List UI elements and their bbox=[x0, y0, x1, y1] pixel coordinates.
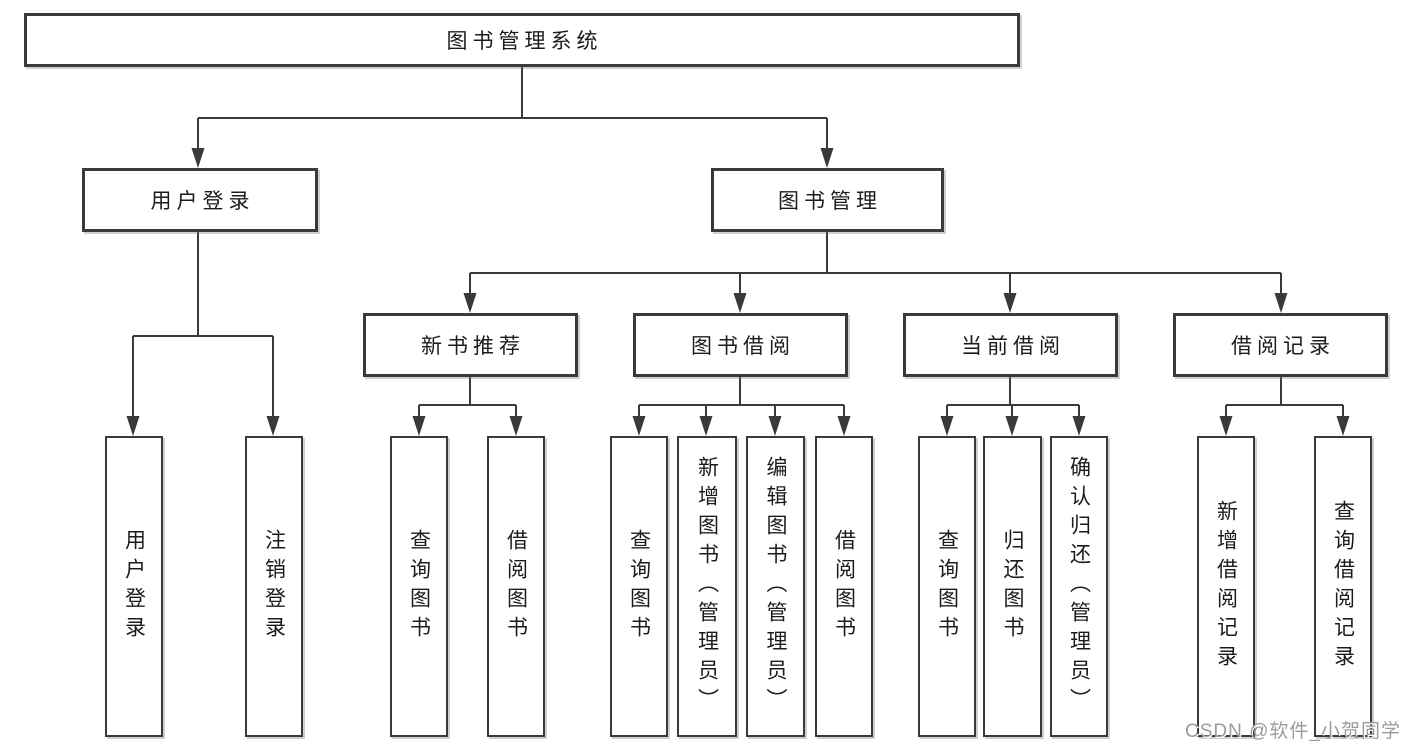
leaf-query-books-2: 查询图书 bbox=[610, 436, 668, 737]
leaf-borrow-books-1: 借阅图书 bbox=[487, 436, 545, 737]
node-borrow-records-label: 借阅记录 bbox=[1231, 335, 1335, 358]
node-current-borrowing-label: 当前借阅 bbox=[961, 335, 1065, 358]
leaf-query-books-1: 查询图书 bbox=[390, 436, 448, 737]
leaf-return-book: 归还图书 bbox=[983, 436, 1042, 737]
leaf-user-login: 用户登录 bbox=[105, 436, 163, 737]
leaf-borrow-books-2-label: 借阅图书 bbox=[832, 528, 856, 645]
leaf-add-book-admin-label: 新增图书（管理员） bbox=[695, 456, 719, 717]
node-root-label: 图书管理系统 bbox=[446, 30, 603, 53]
node-current-borrowing: 当前借阅 bbox=[903, 313, 1118, 377]
leaf-logout: 注销登录 bbox=[245, 436, 303, 737]
leaf-edit-book-admin-label: 编辑图书（管理员） bbox=[764, 456, 787, 717]
leaf-user-login-label: 用户登录 bbox=[122, 528, 146, 645]
leaf-add-borrow-record-label: 新增借阅记录 bbox=[1214, 499, 1238, 674]
leaf-query-books-3: 查询图书 bbox=[918, 436, 976, 737]
leaf-borrow-books-2: 借阅图书 bbox=[815, 436, 873, 737]
node-root: 图书管理系统 bbox=[24, 13, 1020, 67]
csdn-watermark: CSDN @软件_小贺同学 bbox=[1185, 721, 1401, 742]
leaf-borrow-books-1-label: 借阅图书 bbox=[504, 528, 528, 645]
leaf-confirm-return-admin: 确认归还（管理员） bbox=[1050, 436, 1108, 737]
node-user-login-label: 用户登录 bbox=[150, 190, 255, 213]
node-book-management-label: 图书管理 bbox=[778, 190, 882, 213]
leaf-logout-label: 注销登录 bbox=[262, 528, 286, 645]
leaf-query-books-3-label: 查询图书 bbox=[935, 528, 959, 645]
leaf-add-book-admin: 新增图书（管理员） bbox=[677, 436, 737, 737]
leaf-query-borrow-record: 查询借阅记录 bbox=[1314, 436, 1372, 737]
node-book-borrowing-label: 图书借阅 bbox=[691, 335, 795, 358]
leaf-edit-book-admin: 编辑图书（管理员） bbox=[746, 436, 805, 737]
leaf-query-books-1-label: 查询图书 bbox=[407, 528, 431, 645]
leaf-add-borrow-record: 新增借阅记录 bbox=[1197, 436, 1255, 737]
leaf-query-books-2-label: 查询图书 bbox=[627, 528, 651, 645]
leaf-return-book-label: 归还图书 bbox=[1001, 528, 1024, 645]
node-new-book-recommend: 新书推荐 bbox=[363, 313, 578, 377]
leaf-confirm-return-admin-label: 确认归还（管理员） bbox=[1067, 456, 1091, 717]
node-new-book-recommend-label: 新书推荐 bbox=[421, 335, 525, 358]
node-book-management: 图书管理 bbox=[711, 168, 944, 232]
node-borrow-records: 借阅记录 bbox=[1173, 313, 1388, 377]
node-user-login: 用户登录 bbox=[82, 168, 318, 232]
node-book-borrowing: 图书借阅 bbox=[633, 313, 848, 377]
leaf-query-borrow-record-label: 查询借阅记录 bbox=[1331, 499, 1355, 674]
